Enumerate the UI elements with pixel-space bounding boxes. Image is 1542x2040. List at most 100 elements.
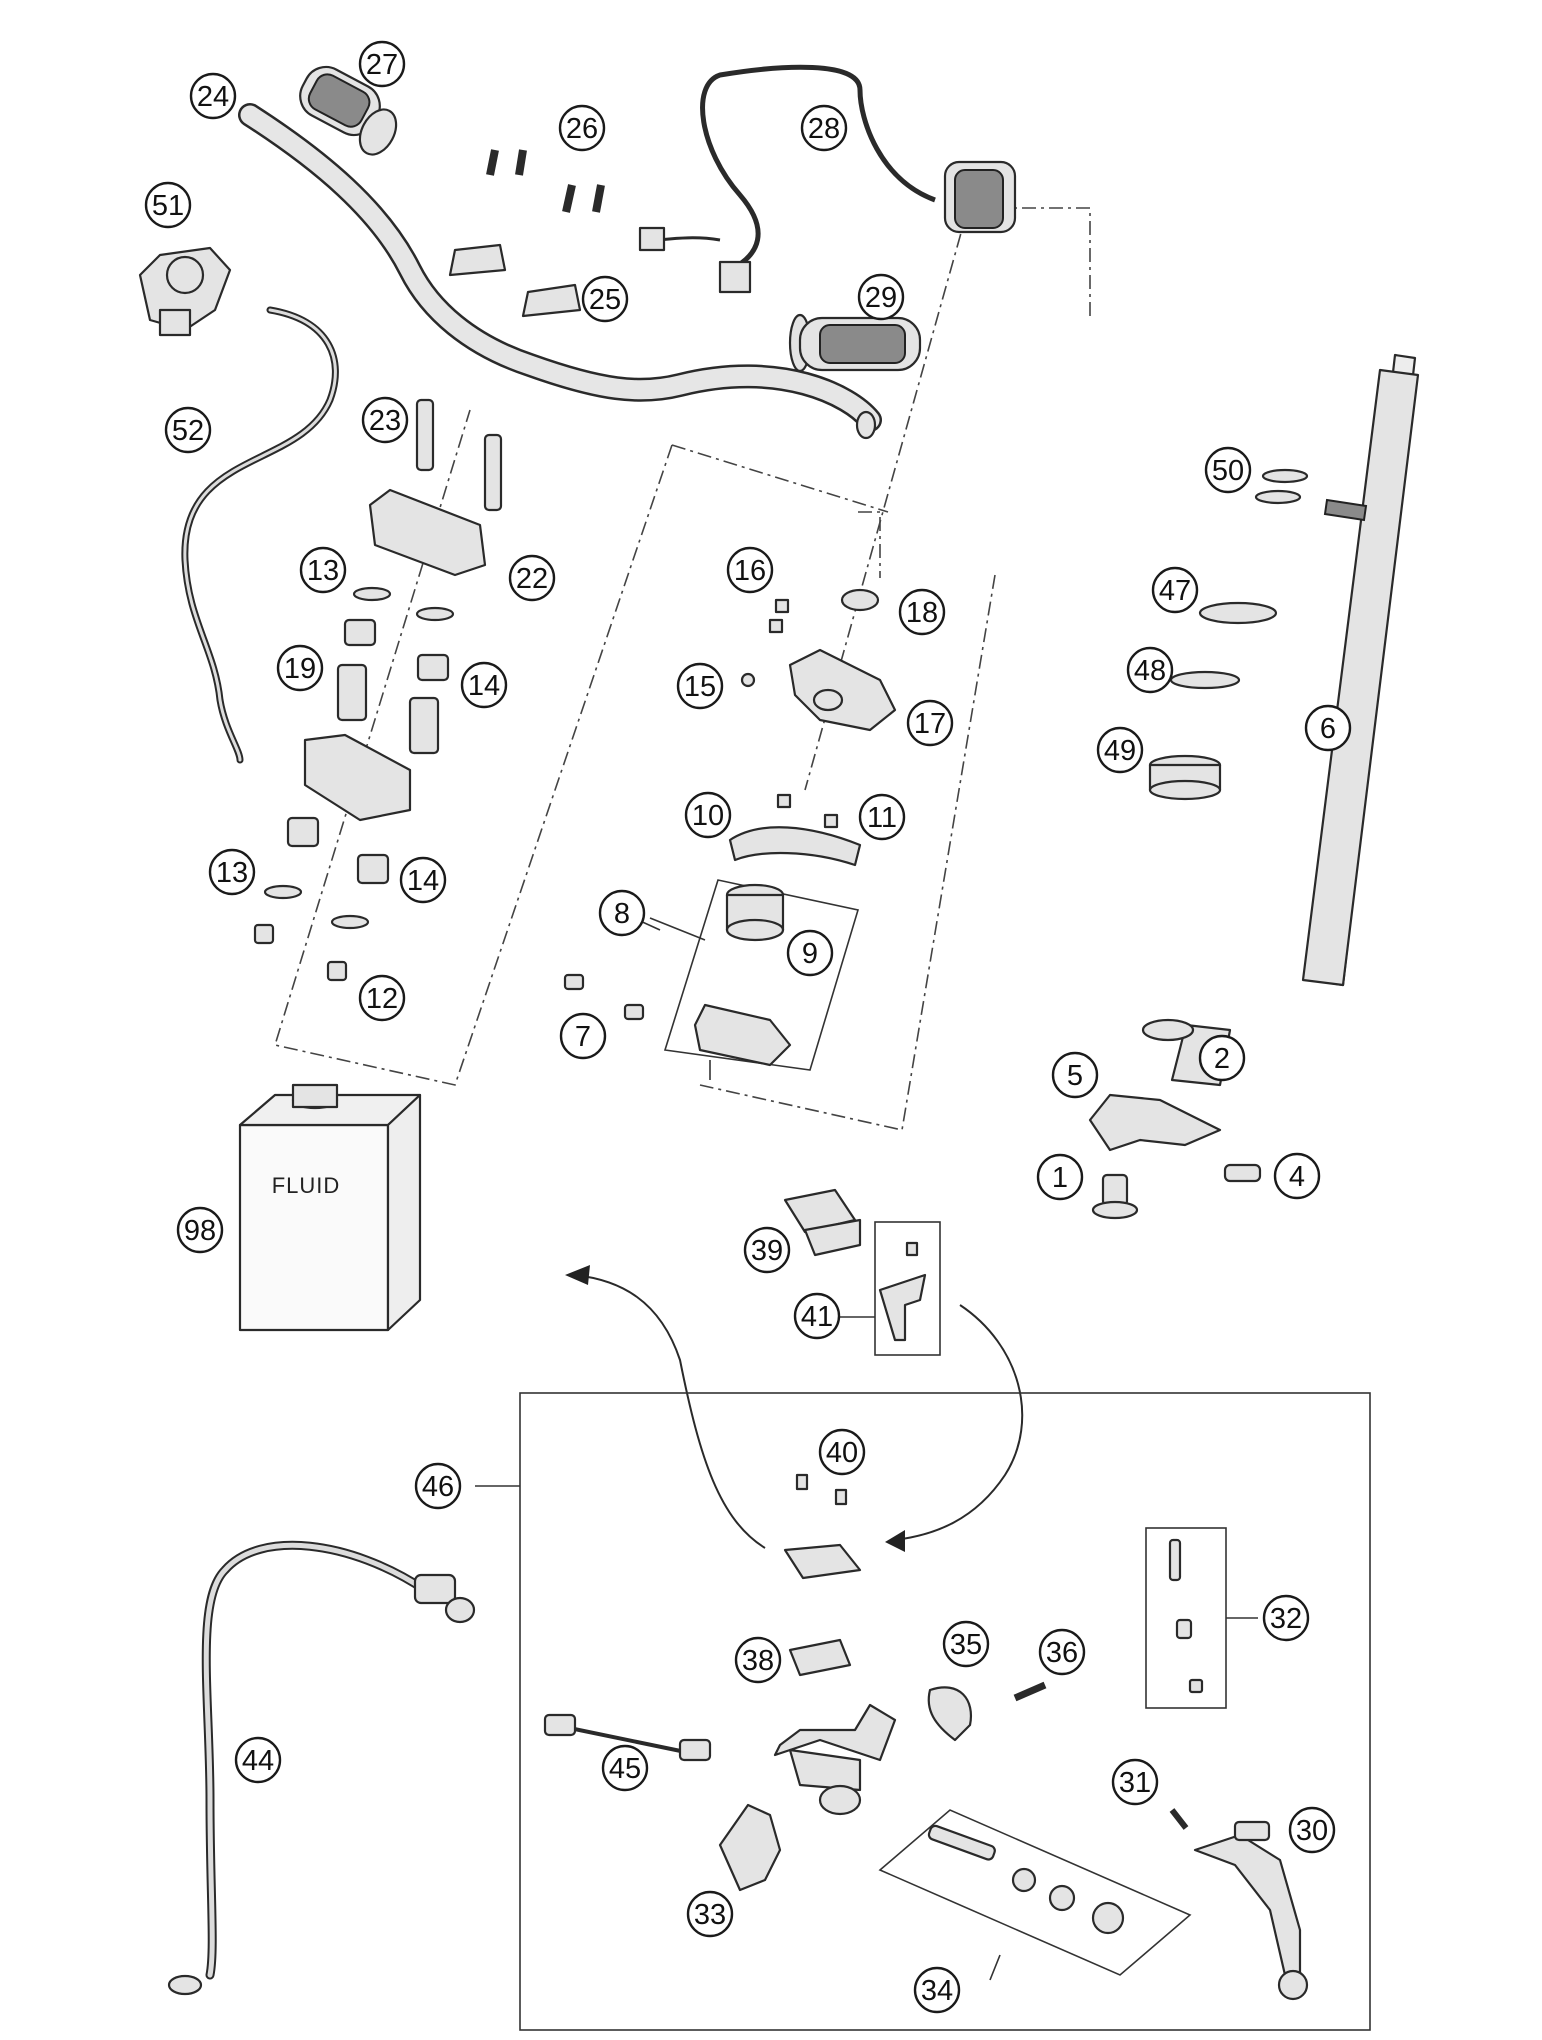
callout-circle (1304, 704, 1352, 752)
callout-39: 39 (743, 1226, 791, 1274)
upper-triple-17 (788, 648, 897, 732)
callout-number: 39 (751, 1235, 783, 1267)
callout-45: 45 (601, 1744, 649, 1792)
callout-circle (601, 1744, 649, 1792)
callout-number: 51 (152, 190, 184, 222)
callout-4: 4 (1273, 1152, 1321, 1200)
callout-number: 31 (1119, 1767, 1151, 1799)
callout-number: 47 (1159, 575, 1191, 607)
callout-28: 28 (800, 104, 848, 152)
callout-circle (234, 1736, 282, 1784)
clamp-holder (693, 1003, 792, 1067)
callout-19: 19 (276, 644, 324, 692)
callout-number: 34 (921, 1975, 953, 2007)
fork-tube (1170, 353, 1420, 1087)
callout-circle (299, 546, 347, 594)
grip-left (299, 65, 398, 156)
callout-number: 23 (369, 405, 401, 437)
callout-26: 26 (558, 104, 606, 152)
callout-circle (906, 699, 954, 747)
callout-1: 1 (1036, 1153, 1084, 1201)
callout-46: 46 (414, 1462, 462, 1510)
callout-number: 18 (906, 597, 938, 629)
callout-24: 24 (189, 72, 237, 120)
diaphragm-38 (788, 1638, 852, 1677)
callout-6: 6 (1304, 704, 1352, 752)
callout-22: 22 (508, 554, 556, 602)
bracket-33 (718, 1803, 782, 1892)
parts-1-5 (1088, 1018, 1262, 1220)
callout-51: 51 (144, 181, 192, 229)
screws-40 (795, 1473, 848, 1506)
callout-number: 24 (197, 81, 229, 113)
callout-47: 47 (1151, 566, 1199, 614)
callout-number: 45 (609, 1753, 641, 1785)
callout-number: 40 (826, 1437, 858, 1469)
kit-32-box (1145, 1527, 1258, 1709)
callout-number: 52 (172, 415, 204, 447)
callout-circle (800, 104, 848, 152)
callout-number: 11 (867, 802, 897, 834)
callout-circle (558, 104, 606, 152)
callout-7: 7 (559, 1012, 607, 1060)
callout-number: 25 (589, 284, 621, 316)
callout-circle (1051, 1051, 1099, 1099)
seals-50 (1254, 468, 1309, 505)
callout-29: 29 (857, 273, 905, 321)
callout-number: 36 (1046, 1637, 1078, 1669)
bolts-7 (563, 973, 645, 1021)
pin-31 (1169, 1808, 1189, 1830)
callout-5: 5 (1051, 1051, 1099, 1099)
callout-49: 49 (1096, 726, 1144, 774)
callout-number: 38 (742, 1645, 774, 1677)
assembly-46-box (475, 1392, 1371, 2031)
callout-11: 11 (858, 793, 906, 841)
callout-circle (399, 856, 447, 904)
callout-number: 30 (1296, 1815, 1328, 1847)
callout-36: 36 (1038, 1628, 1086, 1676)
callout-25: 25 (581, 275, 629, 323)
callout-number: 50 (1212, 455, 1244, 487)
callout-number: 13 (307, 555, 339, 587)
callout-number: 12 (366, 983, 398, 1015)
callout-circle (559, 1012, 607, 1060)
callout-circle (1204, 446, 1252, 494)
callout-circle (1036, 1153, 1084, 1201)
callout-48: 48 (1126, 646, 1174, 694)
clamps-25 (448, 243, 582, 318)
clamp-35 (927, 1686, 973, 1742)
screw-15 (740, 672, 756, 688)
seal-47 (1198, 601, 1278, 625)
callout-circle (598, 889, 646, 937)
callout-number: 98 (184, 1215, 216, 1247)
callout-44: 44 (234, 1736, 282, 1784)
grip-right (788, 313, 922, 373)
callout-number: 7 (575, 1021, 591, 1053)
callout-number: 26 (566, 113, 598, 145)
seal-48 (1169, 670, 1241, 690)
callout-38: 38 (734, 1636, 782, 1684)
callout-circle (818, 1428, 866, 1476)
callout-circle (581, 275, 629, 323)
bearing-49 (1148, 754, 1222, 801)
callout-number: 2 (1214, 1043, 1230, 1075)
callout-number: 32 (1270, 1603, 1302, 1635)
callout-10: 10 (684, 791, 732, 839)
clamp-bolts-23 (415, 398, 503, 512)
callout-circle (1111, 1758, 1159, 1806)
handlebar (238, 103, 882, 440)
callout-circle (786, 929, 834, 977)
callout-circle (1038, 1628, 1086, 1676)
callout-circle (144, 181, 192, 229)
lower-clamp (303, 733, 412, 822)
callout-circle (913, 1966, 961, 2014)
brake-hose-44 (167, 1540, 476, 1996)
callout-number: 13 (216, 857, 248, 889)
throttle-housing (138, 246, 232, 337)
callout-number: 44 (242, 1745, 274, 1777)
callout-98: 98 (176, 1206, 224, 1254)
callout-52: 52 (164, 406, 212, 454)
callout-circle (358, 974, 406, 1022)
plate-10 (728, 826, 862, 867)
